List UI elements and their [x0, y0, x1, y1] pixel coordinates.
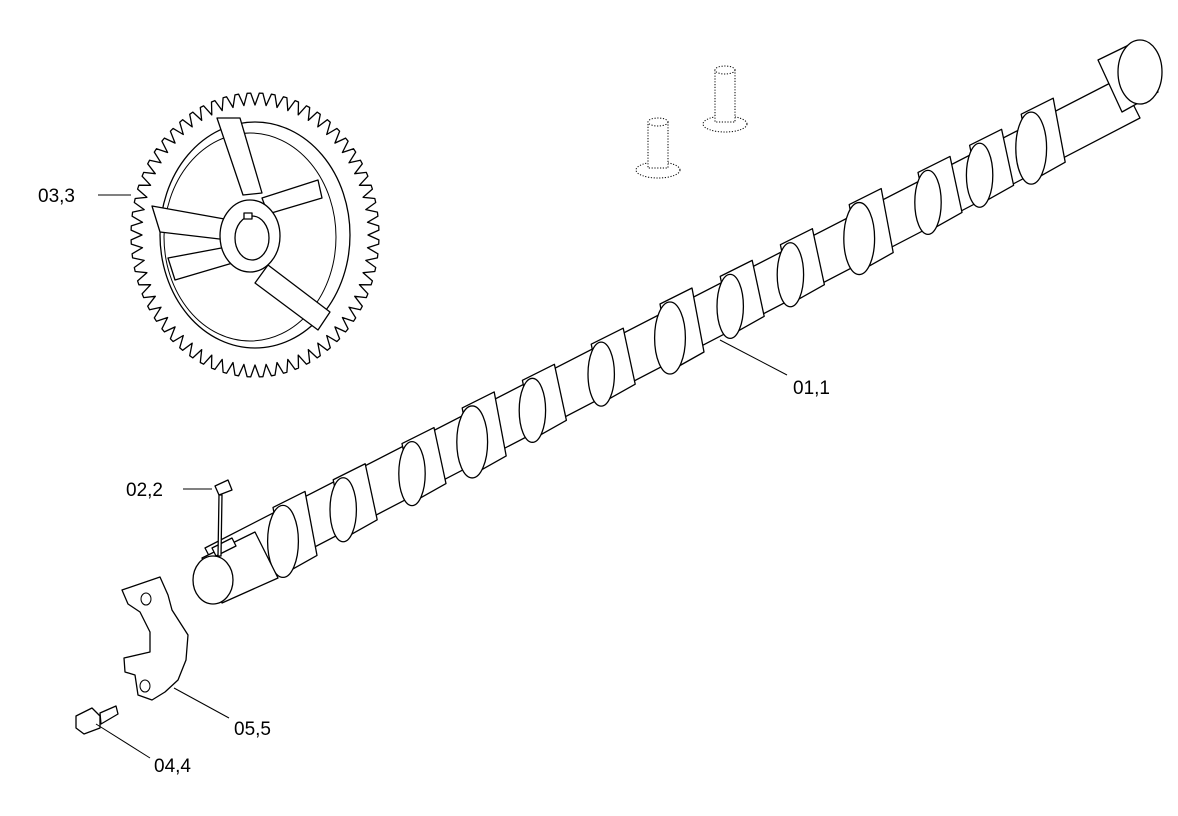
callout-key: 02,2 — [126, 480, 163, 501]
callouts: 03,3 02,2 01,1 05,5 04,4 — [38, 186, 830, 777]
dowel-pins — [635, 65, 748, 179]
callout-camshaft: 01,1 — [793, 378, 830, 399]
camshaft — [204, 77, 1141, 593]
woodruff-key — [214, 479, 233, 557]
thrust-plate — [121, 576, 189, 701]
hex-bolt — [75, 705, 119, 735]
camshaft-rear-journal — [1097, 39, 1163, 113]
callout-gear: 03,3 — [38, 186, 75, 207]
camshaft-gear — [130, 92, 380, 378]
callout-bolt: 04,4 — [154, 756, 191, 777]
callout-thrust-plate: 05,5 — [234, 719, 271, 740]
